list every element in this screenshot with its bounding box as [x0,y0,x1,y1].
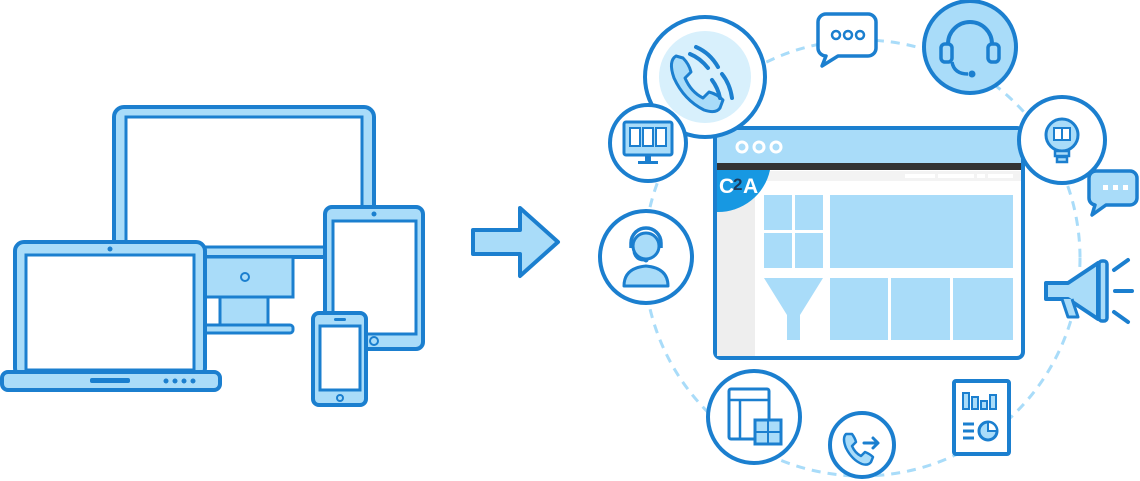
report-chart-icon [952,379,1011,456]
window-dot-1 [735,140,749,154]
funnel-chart-icon [764,278,823,340]
call-waves-icon [643,15,767,139]
message-bubble-icon [1087,169,1139,217]
lightbulb-idea-icon [1017,95,1107,185]
dashboard-window: C 2 A [713,126,1025,360]
logo-letter-c: C [719,175,734,198]
call-forward-icon [828,411,896,479]
agent-with-headset-icon [598,209,694,305]
window-dot-2 [752,140,766,154]
monitor-dashboard-icon [608,103,688,183]
laptop-icon [0,240,222,392]
window-dot-3 [769,140,783,154]
logo-digit-2: 2 [733,175,742,194]
megaphone-icon [1044,258,1134,324]
right-arrow-icon [471,206,560,278]
smartphone-icon [311,311,368,407]
headset-icon [922,0,1018,95]
document-calculator-icon [706,369,802,465]
desktop-monitor-icon [112,105,376,335]
dashboard-grid [764,195,1013,340]
devices-group [0,105,425,407]
chat-bubble-icon [816,12,878,68]
logo-letter-a: A [743,175,758,198]
company-logo: C 2 A [717,170,770,213]
